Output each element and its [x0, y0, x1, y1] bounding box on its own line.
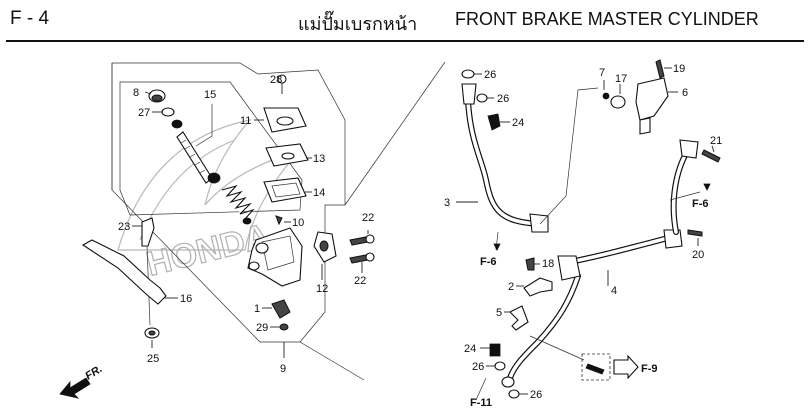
boot-cap	[144, 89, 166, 103]
page-code: F - 4	[10, 8, 50, 29]
label-11: 11	[240, 115, 251, 127]
label-29: 29	[256, 322, 268, 334]
master-cylinder-body	[247, 227, 303, 287]
label-7: 7	[599, 67, 605, 79]
label-8: 8	[133, 87, 139, 99]
label-4: 4	[611, 285, 617, 297]
clamp-screw	[525, 257, 540, 271]
diaphragm-plate	[265, 143, 312, 167]
brake-lever	[81, 239, 178, 305]
front-arrow	[59, 377, 91, 399]
lever-pivot-nut	[144, 327, 160, 348]
holder	[313, 231, 337, 280]
label-1: 1	[254, 303, 260, 315]
clamp-bolt	[687, 229, 703, 246]
ref-f11: F-11	[470, 397, 492, 409]
holder-bolt-upper	[349, 230, 375, 246]
pipe-bolt	[701, 145, 721, 163]
sealing-washer-mid	[476, 93, 494, 103]
label-21: 21	[710, 135, 722, 147]
piston-set	[171, 104, 221, 184]
ref-f6-right: F-6	[692, 198, 709, 210]
label-23: 23	[118, 221, 130, 233]
label-16: 16	[180, 293, 192, 305]
label-2: 2	[508, 281, 514, 293]
label-24-upper: 24	[512, 117, 524, 129]
ref-f9: F-9	[641, 363, 658, 375]
label-14: 14	[313, 187, 325, 199]
hose-clip	[504, 305, 529, 331]
oil-bolt-lower	[480, 343, 501, 357]
label-22-lower: 22	[354, 275, 366, 287]
f9-bolt-box	[529, 335, 639, 381]
header-rule	[6, 40, 804, 42]
sealing-washer-bottom	[508, 389, 528, 399]
brake-pipe	[670, 139, 699, 235]
title-thai: แม่ปั๊มเบรกหน้า	[298, 14, 418, 35]
label-25: 25	[147, 353, 159, 365]
label-27: 27	[138, 107, 150, 119]
label-22-upper: 22	[362, 212, 374, 224]
label-9: 9	[280, 363, 286, 375]
diaphragm	[263, 177, 312, 203]
label-26-top: 26	[484, 69, 496, 81]
label-15: 15	[204, 89, 216, 101]
label-24-lower: 24	[464, 343, 476, 355]
piston-kit-box	[119, 81, 303, 216]
oil-bolt-upper	[487, 113, 510, 131]
sealing-washer-top	[461, 69, 482, 79]
joint-bracket	[635, 77, 678, 135]
label-26-lower: 26	[472, 361, 484, 373]
label-6: 6	[682, 87, 688, 99]
brake-switch	[262, 299, 291, 319]
joint-collar	[602, 80, 626, 109]
sealing-washer-lower	[486, 361, 506, 371]
label-28: 28	[270, 74, 282, 86]
ref-f6-left: F-6	[480, 256, 497, 268]
label-18: 18	[542, 258, 554, 270]
label-17: 17	[615, 73, 627, 85]
piston-spring	[221, 184, 255, 225]
label-19: 19	[673, 63, 685, 75]
upper-brake-hose	[456, 83, 549, 233]
title-english: FRONT BRAKE MASTER CYLINDER	[455, 9, 759, 29]
label-26-bottom: 26	[530, 389, 542, 401]
switch-screw	[275, 215, 291, 226]
label-10: 10	[292, 217, 304, 229]
switch-mount-screw	[270, 323, 289, 331]
circlip	[152, 107, 175, 117]
bracket-bolt	[655, 59, 672, 79]
label-12: 12	[316, 283, 328, 295]
label-3: 3	[444, 197, 450, 209]
label-20: 20	[692, 249, 704, 261]
label-5: 5	[496, 307, 502, 319]
hose-clamp	[516, 277, 553, 297]
holder-bolt-lower	[349, 252, 375, 273]
cap-screw	[277, 74, 287, 94]
label-13: 13	[313, 153, 325, 165]
assembly-box	[111, 62, 346, 343]
lower-brake-hose	[501, 229, 683, 388]
reservoir-cap	[254, 107, 307, 133]
label-26-mid: 26	[497, 93, 509, 105]
